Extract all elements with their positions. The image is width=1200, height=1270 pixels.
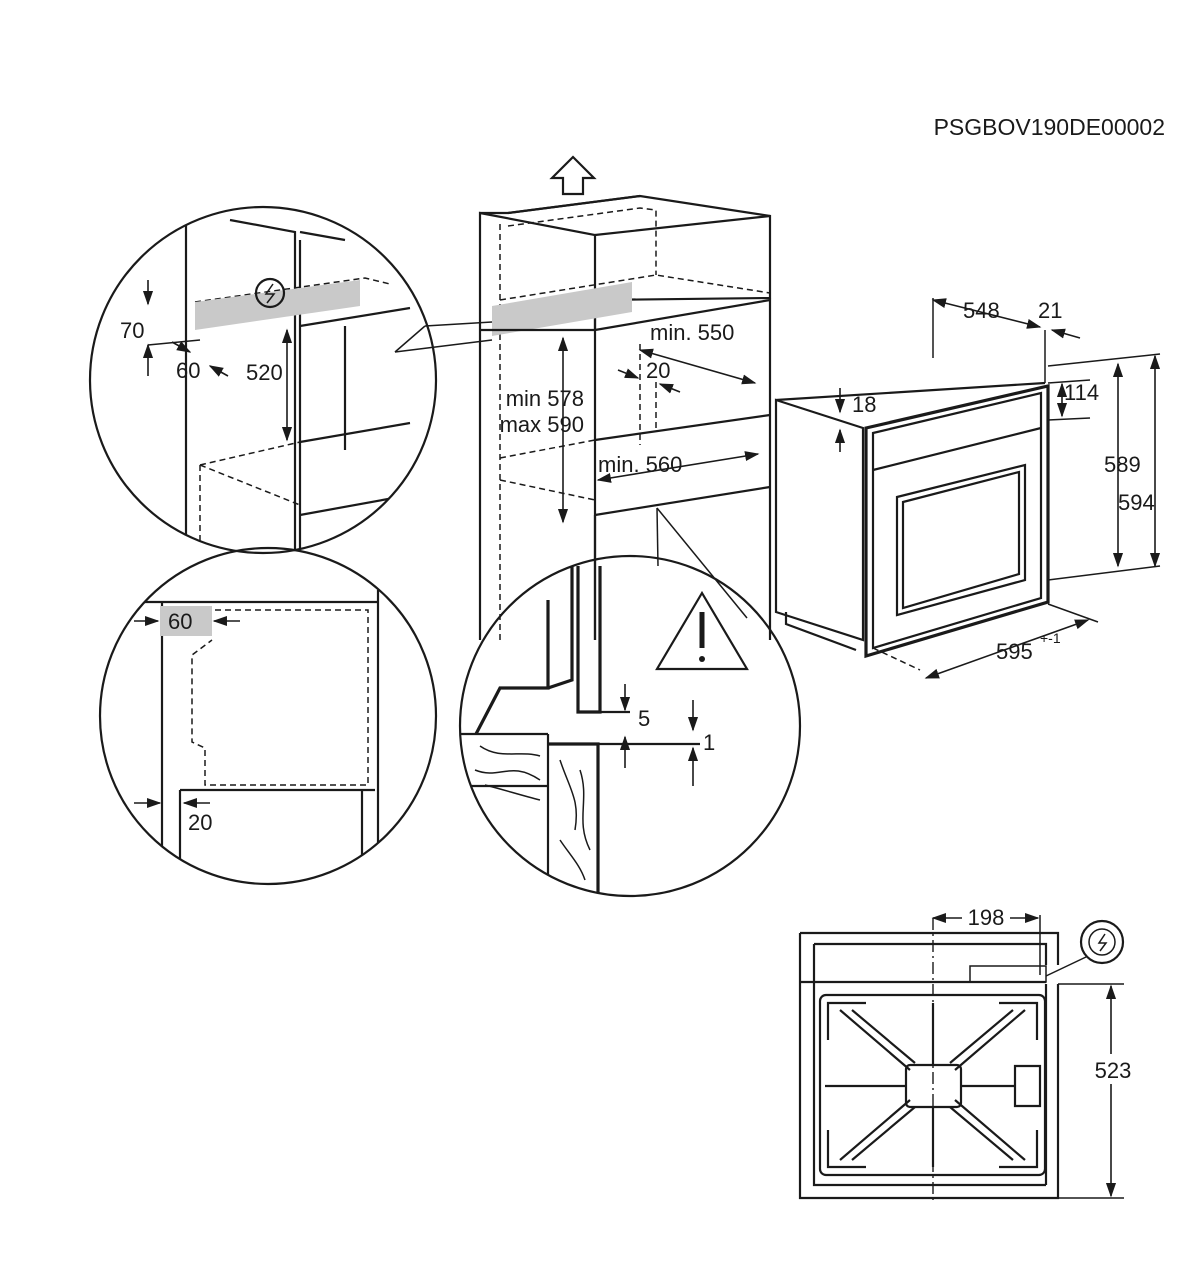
dim-548: 548 — [963, 298, 1000, 323]
oven-drawing: 548 21 18 114 589 594 595 +-1 — [774, 298, 1161, 679]
dim-5-floor: 5 — [638, 706, 650, 731]
electric-connection-icon — [264, 283, 276, 304]
dim-589: 589 — [1104, 452, 1141, 477]
dim-20-niche: 20 — [646, 358, 670, 383]
dim-max-590: max 590 — [500, 412, 584, 437]
dim-198: 198 — [968, 905, 1005, 930]
detail-side-gap: 60 20 — [98, 546, 438, 886]
dim-20-side: 20 — [188, 810, 212, 835]
detail-top-vent: 70 60 520 — [88, 205, 493, 555]
dim-523: 523 — [1095, 1058, 1132, 1083]
top-view: 198 523 — [798, 905, 1136, 1200]
dim-60-side: 60 — [168, 609, 192, 634]
dim-60-detail: 60 — [176, 358, 200, 383]
dim-594: 594 — [1118, 490, 1155, 515]
warning-icon — [655, 590, 749, 671]
dim-min-578: min 578 — [506, 386, 584, 411]
dim-21: 21 — [1038, 298, 1062, 323]
dim-595: 595 — [996, 639, 1033, 664]
dim-18: 18 — [852, 392, 876, 417]
dim-520-detail: 520 — [246, 360, 283, 385]
detail-floor: 5 1 — [458, 507, 802, 898]
airflow-up-arrow-icon — [549, 155, 597, 196]
dim-114: 114 — [1064, 380, 1099, 405]
dim-70-detail: 70 — [120, 318, 144, 343]
electric-connection-icon-top — [1097, 933, 1108, 952]
drawing-code: PSGBOV190DE00002 — [934, 114, 1165, 140]
niche-cabinet: min. 550 20 min 578 max 590 min. 560 — [478, 155, 772, 640]
dim-1-floor: 1 — [703, 730, 715, 755]
dim-595-tolerance: +-1 — [1040, 630, 1061, 646]
dim-min-550: min. 550 — [650, 320, 734, 345]
